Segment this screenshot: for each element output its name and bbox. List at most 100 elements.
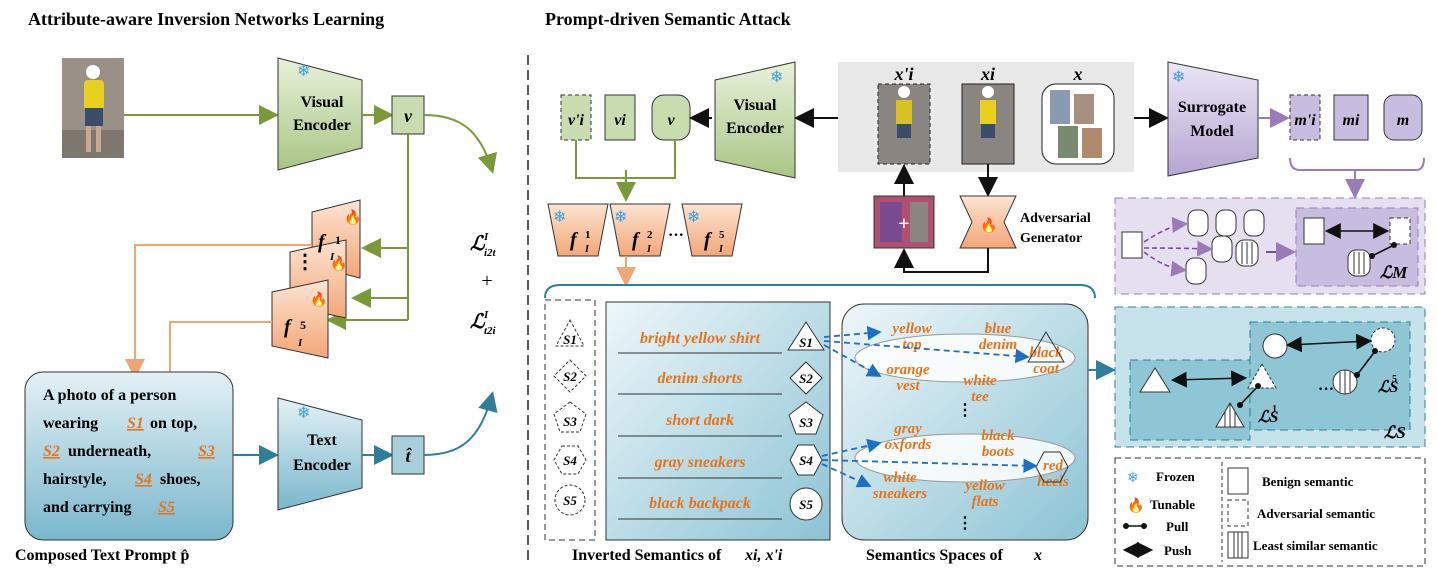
left-title: Attribute-aware Inversion Networks Learn… [28, 9, 384, 29]
svg-text:i2t: i2t [484, 247, 497, 259]
svg-text:I: I [483, 309, 489, 321]
space-triangle-target [1027, 331, 1065, 363]
svg-text:···: ··· [668, 227, 684, 244]
svg-text:⋮: ⋮ [295, 251, 315, 273]
svg-text:S3: S3 [799, 415, 813, 430]
legend-box [1114, 457, 1426, 567]
adversarial-generator: 🔥 Adversarial Generator [959, 195, 1091, 249]
loss-ls: ℒS [1384, 423, 1406, 442]
svg-text:orange: orange [886, 362, 930, 378]
svg-text:underneath,: underneath, [68, 443, 151, 460]
features-bracket [575, 140, 676, 179]
image-gallery [1041, 83, 1115, 165]
surrogate-model: ❄ Surrogate Model [1167, 61, 1259, 177]
svg-text:short dark: short dark [665, 412, 734, 429]
ls-pull-5 [1356, 349, 1377, 376]
svg-text:on top,: on top, [150, 415, 197, 432]
svg-text:I: I [718, 244, 724, 255]
svg-text:S2: S2 [43, 443, 60, 460]
svg-text:white: white [963, 373, 997, 389]
svg-text:5: 5 [300, 318, 306, 332]
snowflake-icon: ❄ [687, 209, 700, 226]
legend-adversarial: Adversarial semantic [1257, 506, 1375, 521]
label-x-prime: x'i [893, 64, 913, 84]
svg-text:I: I [297, 337, 303, 349]
svg-text:sneakers: sneakers [872, 486, 927, 502]
attribute-row: black backpack S5 [618, 487, 823, 521]
attribute-row: bright yellow shirt S1 [618, 321, 825, 354]
snowflake-icon: ❄ [770, 69, 783, 86]
adversarial-swatch [1227, 499, 1249, 527]
svg-text:t2i: t2i [484, 325, 497, 337]
mask-m-prime: m'i [1289, 94, 1321, 141]
vdots-top: ⋮ [957, 402, 973, 419]
svg-text:coat: coat [1033, 361, 1060, 377]
svg-text:S4: S4 [563, 453, 577, 468]
dashed-semantics-column [544, 299, 596, 541]
svg-text:blue: blue [985, 321, 1012, 337]
svg-text:S1: S1 [127, 415, 144, 432]
svg-text:and carrying: and carrying [43, 499, 131, 516]
svg-text:S5: S5 [799, 497, 813, 512]
svg-text:S2: S2 [563, 369, 577, 384]
svg-text:I: I [329, 251, 335, 263]
dashed-semantic-s2: S2 [553, 359, 587, 393]
svg-text:2: 2 [647, 229, 653, 241]
svg-text:m: m [1397, 112, 1409, 129]
arrow-generator-add [894, 248, 989, 273]
feature-v-prime: v'i [560, 94, 592, 141]
svg-text:Surrogate: Surrogate [1178, 99, 1246, 116]
mask-bracket [1289, 157, 1425, 171]
arrow-t-loss [423, 391, 498, 456]
flame-icon: 🔥 [344, 209, 361, 226]
dashed-semantic-s4: S4 [553, 445, 587, 475]
legend-benign: Benign semantic [1262, 474, 1354, 489]
svg-text:denim: denim [979, 337, 1017, 353]
legend-push: Push [1164, 543, 1192, 558]
svg-text:Encoder: Encoder [293, 117, 351, 134]
svg-text:+: + [481, 270, 492, 292]
svg-text:5: 5 [1392, 374, 1397, 385]
svg-text:Visual: Visual [734, 97, 778, 114]
snowflake-icon: ❄ [553, 209, 566, 226]
ls-shapes [1139, 327, 1396, 428]
semantic-match-arrows [821, 325, 1038, 488]
svg-text:bright yellow shirt: bright yellow shirt [640, 330, 761, 347]
svg-text:A photo of a person: A photo of a person [43, 387, 176, 404]
svg-text:5: 5 [719, 229, 725, 241]
svg-text:I: I [646, 244, 652, 255]
flame-icon: 🔥 [1127, 497, 1144, 514]
svg-text:t̂: t̂ [405, 446, 412, 466]
loss-ls1: ℒS [1258, 409, 1279, 426]
legend-frozen: Frozen [1156, 469, 1196, 484]
snowflake-icon: ❄ [614, 209, 627, 226]
svg-text:Adversarial: Adversarial [1020, 211, 1091, 226]
semantics-bracket [544, 284, 1096, 299]
snowflake-icon: ❄ [1172, 69, 1185, 86]
svg-text:f: f [318, 231, 327, 253]
loss-ls5: ℒS [1378, 379, 1399, 396]
svg-text:m'i: m'i [1294, 112, 1316, 129]
attribute-row: denim shorts S2 [618, 361, 823, 395]
feature-vi: vi [604, 94, 636, 141]
feature-v: v [651, 94, 691, 141]
svg-text:Encoder: Encoder [726, 120, 784, 137]
svg-text:Encoder: Encoder [293, 457, 351, 474]
svg-text:S5: S5 [158, 499, 175, 516]
label-xi: xi [980, 64, 995, 84]
right-title: Prompt-driven Semantic Attack [545, 9, 791, 29]
svg-text:f: f [632, 229, 641, 251]
space-ellipse-bottom [854, 433, 1076, 483]
svg-text:1: 1 [1272, 404, 1277, 415]
mask-mi: mi [1333, 94, 1369, 141]
mask-m: m [1383, 94, 1423, 141]
svg-text:Model: Model [1190, 123, 1234, 140]
svg-text:v: v [404, 106, 413, 126]
person-photo [62, 58, 124, 158]
svg-text:vest: vest [896, 378, 920, 394]
svg-text:wearing: wearing [43, 415, 98, 432]
svg-text:1: 1 [585, 229, 591, 241]
flame-icon: 🔥 [330, 255, 347, 272]
svg-text:mi: mi [1343, 112, 1360, 129]
